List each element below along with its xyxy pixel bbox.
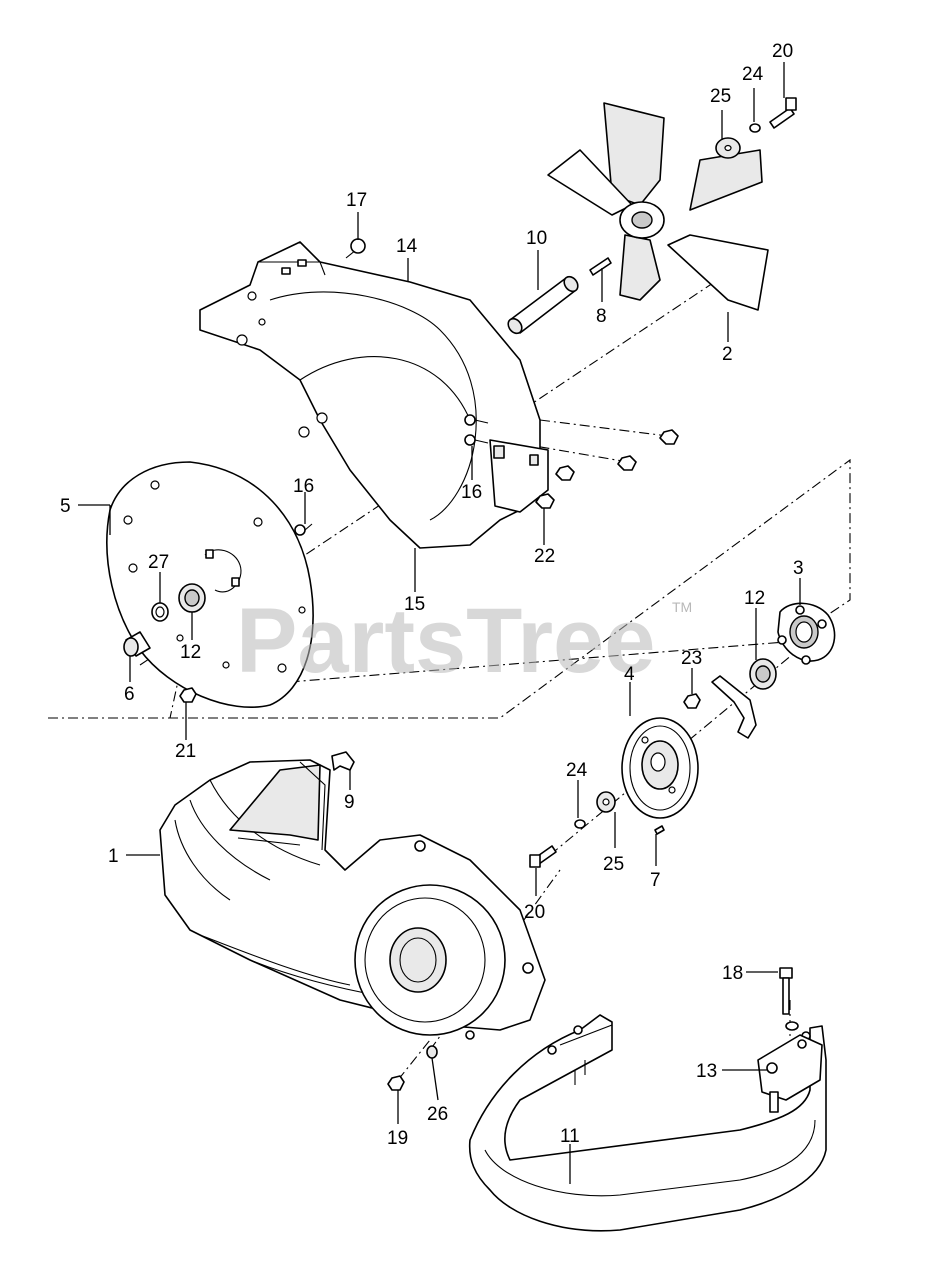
impeller-fan [547,102,769,311]
callout-9: 9 [344,792,355,813]
skid-frame [468,1014,827,1232]
callout-22: 22 [534,546,555,567]
key [589,257,612,276]
callout-labels: 20 24 25 17 14 10 8 2 5 16 16 22 27 12 6… [60,41,804,1149]
callout-18: 18 [722,963,743,984]
pulley [621,717,699,819]
knob [345,238,366,259]
callout-8: 8 [596,306,607,327]
height-bracket [757,967,823,1113]
callout-6: 6 [124,684,135,705]
back-plate [106,461,314,709]
callout-3: 3 [793,558,804,579]
leader-lines [78,62,801,1184]
callout-26: 26 [427,1104,448,1125]
watermark: PartsTree TM [236,590,692,692]
callout-13: 13 [696,1061,717,1082]
housing-nuts [535,429,679,509]
bearing-hub [749,602,836,690]
callout-27: 27 [148,552,169,573]
callout-20-top: 20 [772,41,793,62]
belt-cover [159,759,546,1040]
watermark-trademark: TM [672,599,692,615]
left-bearings [123,583,206,703]
belt-guide [683,675,757,739]
callout-23: 23 [681,648,702,669]
callout-25-mid: 25 [603,854,624,875]
callout-17: 17 [346,190,367,211]
watermark-brand: PartsTree [236,590,655,692]
callout-12-right: 12 [744,588,765,609]
callout-15: 15 [404,594,425,615]
housing-bolts [294,414,489,536]
callout-21: 21 [175,741,196,762]
callout-19: 19 [387,1128,408,1149]
blower-housing [199,241,549,549]
shaft [507,275,579,335]
pulley-hardware [529,791,665,868]
callout-2: 2 [722,344,733,365]
callout-4: 4 [624,664,635,685]
callout-12-left: 12 [180,642,201,663]
callout-24-mid: 24 [566,760,588,781]
callout-7: 7 [650,870,661,891]
callout-14: 14 [396,236,418,257]
cover-hardware [387,1045,438,1091]
callout-20-mid: 20 [524,902,545,923]
callout-25-top: 25 [710,86,731,107]
fan-hardware [715,97,797,159]
callout-24-top: 24 [742,64,764,85]
callout-16-right: 16 [461,482,482,503]
clip [331,751,355,771]
callout-1: 1 [108,846,119,867]
callout-16-left: 16 [293,476,314,497]
callout-5: 5 [60,496,71,517]
callout-11: 11 [560,1126,580,1147]
callout-10: 10 [526,228,547,249]
